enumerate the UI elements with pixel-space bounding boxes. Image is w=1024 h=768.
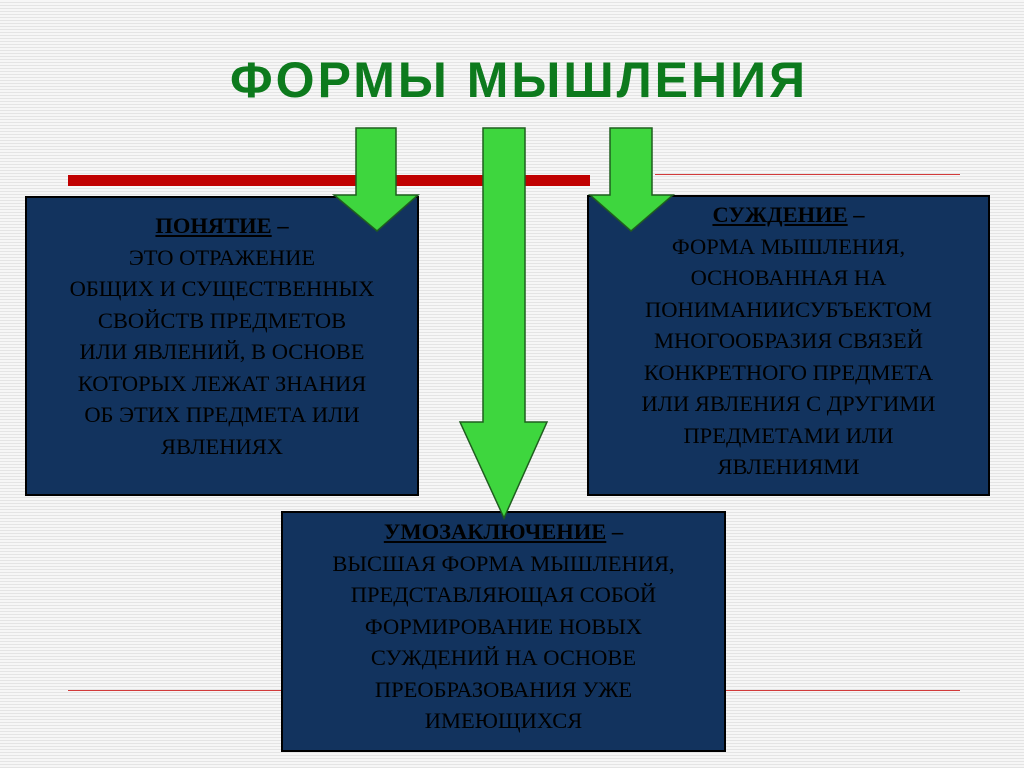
inference-definition: ВЫСШАЯ ФОРМА МЫШЛЕНИЯ, ПРЕДСТАВЛЯЮЩАЯ СО…: [332, 550, 675, 734]
page-title: ФОРМЫ МЫШЛЕНИЯ: [230, 52, 809, 108]
concept-box: ПОНЯТИЕ – ЭТО ОТРАЖЕНИЕ ОБЩИХ И СУЩЕСТВЕ…: [25, 196, 419, 496]
inference-term: УМОЗАКЛЮЧЕНИЕ: [383, 519, 607, 544]
arrow-center-down-icon: [458, 127, 549, 520]
judgment-dash: –: [847, 202, 865, 227]
inference-dash: –: [606, 519, 624, 544]
divider-line-top-right: [655, 174, 960, 175]
concept-definition: ЭТО ОТРАЖЕНИЕ ОБЩИХ И СУЩЕСТВЕННЫХ СВОЙС…: [69, 244, 375, 459]
inference-box: УМОЗАКЛЮЧЕНИЕ – ВЫСШАЯ ФОРМА МЫШЛЕНИЯ, П…: [281, 511, 726, 752]
inference-heading: УМОЗАКЛЮЧЕНИЕ –: [283, 516, 724, 548]
concept-heading: ПОНЯТИЕ –: [27, 210, 417, 242]
accent-bar: [68, 175, 590, 186]
concept-dash: –: [271, 213, 289, 238]
judgment-box: СУЖДЕНИЕ – ФОРМА МЫШЛЕНИЯ, ОСНОВАННАЯ НА…: [587, 195, 990, 496]
divider-line-bottom-left: [68, 690, 281, 691]
judgment-definition: ФОРМА МЫШЛЕНИЯ, ОСНОВАННАЯ НА ПОНИМАНИИС…: [641, 233, 936, 480]
judgment-term: СУЖДЕНИЕ: [712, 202, 848, 227]
judgment-heading: СУЖДЕНИЕ –: [589, 199, 988, 231]
divider-line-bottom-right: [726, 690, 960, 691]
concept-term: ПОНЯТИЕ: [155, 213, 272, 238]
